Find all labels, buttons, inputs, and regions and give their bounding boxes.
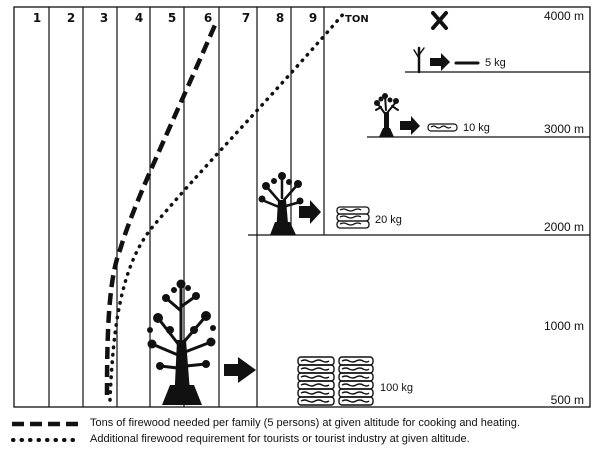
- dashed-curve-household: [104, 24, 218, 396]
- dotted-line-sample-icon: [11, 438, 80, 442]
- altitude-lines: [248, 71, 590, 236]
- arrow-icon: [299, 200, 321, 224]
- altitude-label: 3000 m: [544, 122, 584, 136]
- arrow-icon: [224, 357, 256, 383]
- load-label-100kg: 100 kg: [380, 382, 413, 394]
- column-number: 9: [309, 11, 317, 25]
- diagram-frame: [13, 6, 591, 408]
- altitude-label: 1000 m: [544, 319, 584, 333]
- small-tree-icon: [374, 93, 399, 137]
- wood-bundle-icon: [336, 206, 370, 229]
- column-number: 7: [242, 11, 250, 25]
- altitude-label: 500 m: [551, 393, 584, 407]
- column-numbers: 1 2 3 4 5 6 7 8 9: [33, 11, 317, 25]
- load-label-20kg: 20 kg: [375, 214, 402, 226]
- legend-dashed: Tons of firewood needed per family (5 pe…: [0, 416, 602, 432]
- large-tree-icon: [147, 279, 216, 405]
- arrow-icon: [400, 116, 420, 135]
- wood-bundle-icon: [427, 123, 458, 132]
- arrow-icon: [430, 53, 450, 71]
- altitude-labels: 4000 m 3000 m 2000 m 1000 m 500 m: [544, 9, 584, 407]
- load-label-10kg: 10 kg: [463, 122, 490, 134]
- column-number: 4: [135, 11, 143, 25]
- medium-tree-icon: [258, 172, 304, 235]
- column-number: 3: [100, 11, 108, 25]
- unit-label-ton: TON: [345, 14, 369, 25]
- legend-dotted-text: Additional firewood requirement for tour…: [90, 433, 470, 445]
- legend-dotted: Additional firewood requirement for tour…: [0, 432, 602, 448]
- sapling-icon: [413, 46, 425, 74]
- wood-stack-icon: [338, 356, 374, 406]
- altitude-label: 2000 m: [544, 220, 584, 234]
- column-number: 2: [67, 11, 75, 25]
- load-label-5kg: 5 kg: [485, 57, 506, 69]
- dashed-line-sample-icon: [12, 421, 78, 427]
- column-number: 5: [168, 11, 176, 25]
- wood-stack-icon: [297, 356, 335, 406]
- column-number: 1: [33, 11, 41, 25]
- altitude-label: 4000 m: [544, 9, 584, 23]
- column-number: 8: [276, 11, 284, 25]
- cross-mark-icon: [431, 11, 448, 30]
- legend-dashed-text: Tons of firewood needed per family (5 pe…: [90, 417, 520, 429]
- column-number: 6: [204, 11, 212, 25]
